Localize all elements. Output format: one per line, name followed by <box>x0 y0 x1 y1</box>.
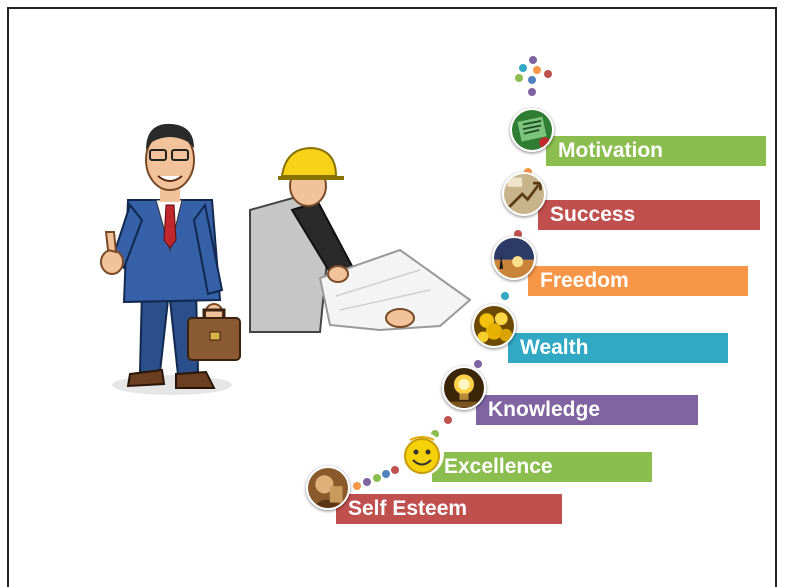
step-label: Wealth <box>520 336 589 359</box>
step-label: Success <box>550 203 636 226</box>
step-knowledge: Knowledge <box>476 395 698 425</box>
self-esteem-photo-icon <box>306 466 350 510</box>
businessman-thumbs-up-icon <box>100 123 241 395</box>
step-label: Freedom <box>540 269 629 292</box>
step-label: Motivation <box>558 139 663 162</box>
step-label: Knowledge <box>488 398 601 421</box>
step-label: Self Esteem <box>348 497 468 520</box>
excellence-smiley-icon <box>400 432 444 476</box>
engineer-blueprint-icon <box>249 146 472 333</box>
motivation-book-icon <box>510 108 554 152</box>
step-excellence: Excellence <box>432 452 652 482</box>
success-arrow-icon <box>502 172 546 216</box>
step-self-esteem: Self Esteem <box>336 494 562 524</box>
step-motivation: Motivation <box>546 136 766 166</box>
step-success: Success <box>538 200 760 230</box>
knowledge-lightbulb-icon <box>442 366 486 410</box>
wealth-coins-icon <box>472 304 516 348</box>
step-wealth: Wealth <box>508 333 728 363</box>
top-dot-cluster <box>515 56 552 96</box>
step-freedom: Freedom <box>528 266 748 296</box>
freedom-sunset-icon <box>492 236 536 280</box>
step-label: Excellence <box>444 455 553 478</box>
